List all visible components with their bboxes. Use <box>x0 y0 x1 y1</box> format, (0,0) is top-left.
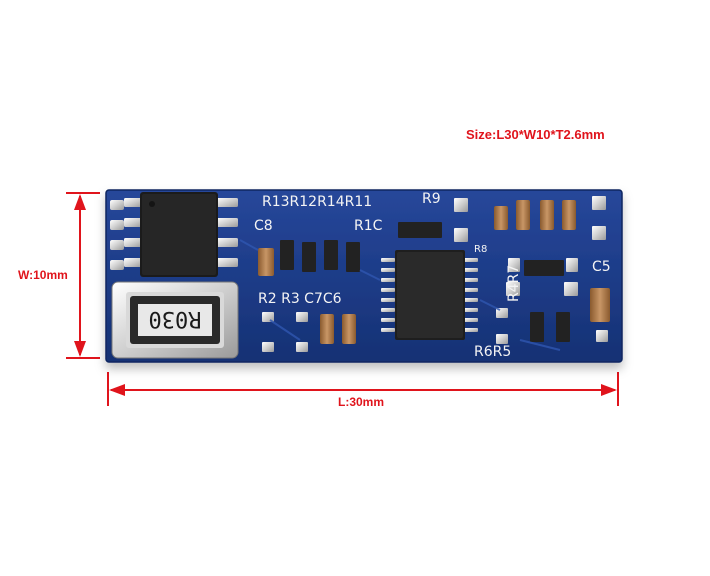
silk-r10: R1C <box>354 218 383 234</box>
silk-r2r3c7c6: R2 R3 C7C6 <box>258 291 342 307</box>
silk-c8: C8 <box>254 218 273 234</box>
soic8-chip <box>124 192 238 277</box>
silk-r4r7: R4R7 <box>506 265 522 302</box>
length-label: L:30mm <box>338 395 385 409</box>
current-sense-resistor: R030 <box>111 281 239 359</box>
size-label: Size:L30*W10*T2.6mm <box>466 127 605 142</box>
silk-r8: R8 <box>474 244 487 255</box>
silk-r9: R9 <box>422 191 441 207</box>
silk-c5: C5 <box>592 259 611 275</box>
length-dimension <box>107 372 619 406</box>
width-dimension <box>66 192 100 359</box>
edge-pads <box>110 200 124 270</box>
pcb-traces <box>239 239 561 351</box>
width-label: W:10mm <box>18 268 68 282</box>
smd-components <box>258 196 610 352</box>
resistor-marking: R030 <box>149 306 202 331</box>
tssop-chip <box>381 250 478 340</box>
silk-r6r5: R6R5 <box>474 344 511 360</box>
silk-r13r12r14r11: R13R12R14R11 <box>262 194 372 210</box>
